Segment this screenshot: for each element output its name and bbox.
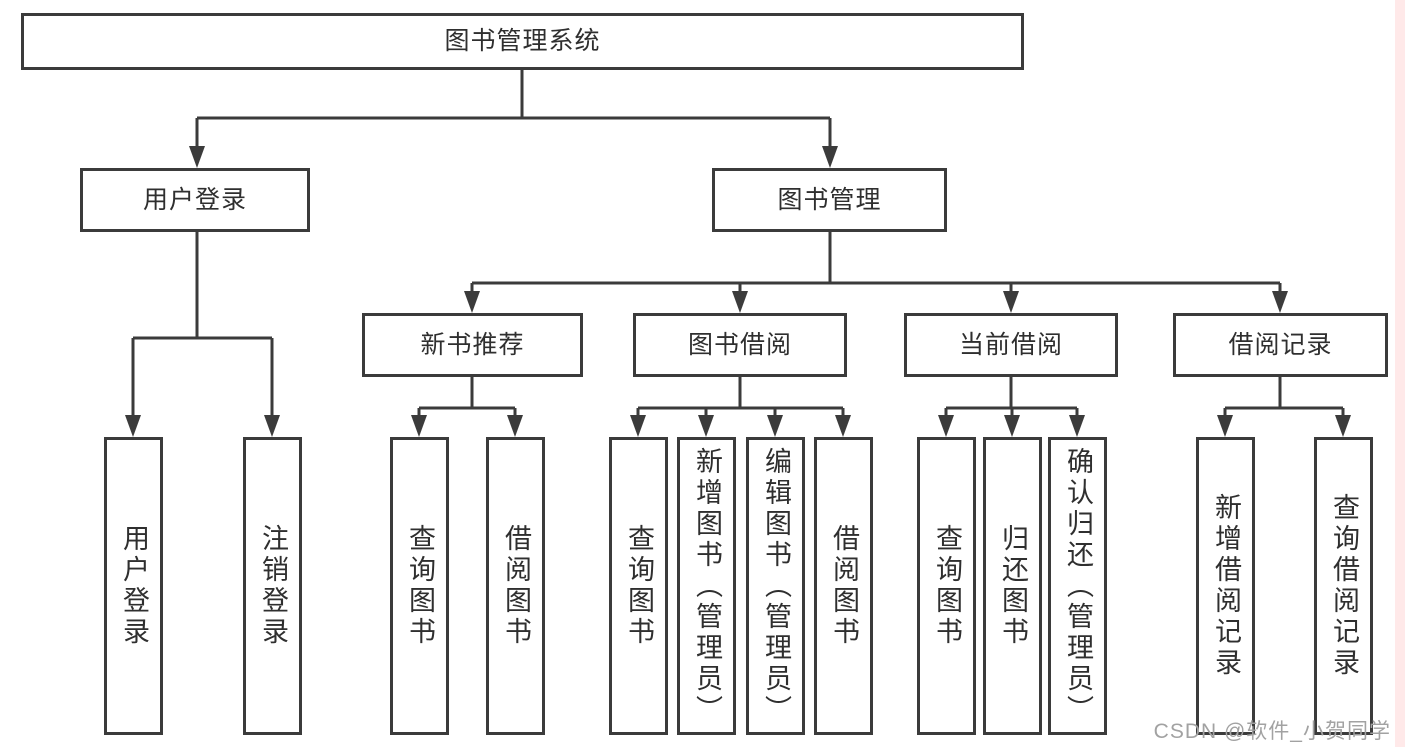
leaf-borrowing-add-books: 新增图书（管理员）: [677, 437, 736, 735]
node-root: 图书管理系统: [21, 13, 1024, 70]
node-borrowing-records: 借阅记录: [1173, 313, 1388, 377]
node-current-borrowing: 当前借阅: [904, 313, 1118, 377]
leaf-current-return-books: 归还图书: [983, 437, 1042, 735]
leaf-recommend-borrow-books-label: 借阅图书: [501, 524, 531, 648]
leaf-current-confirm-return-label: 确认归还（管理员）: [1063, 446, 1093, 726]
node-root-label: 图书管理系统: [444, 27, 601, 55]
leaf-current-query-books: 查询图书: [917, 437, 976, 735]
leaf-user-login: 用户登录: [104, 437, 163, 735]
leaf-borrowing-borrow-books-label: 借阅图书: [829, 524, 859, 648]
node-current-borrowing-label: 当前借阅: [958, 330, 1063, 359]
leaf-records-add-record-label: 新增借阅记录: [1211, 493, 1241, 679]
leaf-current-confirm-return: 确认归还（管理员）: [1048, 437, 1107, 735]
leaf-recommend-query-books: 查询图书: [390, 437, 449, 735]
node-user-login: 用户登录: [80, 168, 310, 232]
leaf-user-login-label: 用户登录: [119, 524, 149, 648]
node-book-borrowing-label: 图书借阅: [687, 330, 792, 359]
leaf-borrowing-query-books: 查询图书: [609, 437, 668, 735]
node-book-borrowing: 图书借阅: [633, 313, 847, 377]
node-borrowing-records-label: 借阅记录: [1228, 330, 1333, 359]
leaf-logout-label: 注销登录: [258, 524, 288, 648]
node-book-management-label: 图书管理: [777, 185, 882, 214]
leaf-borrowing-edit-books-label: 编辑图书（管理员）: [761, 446, 791, 726]
watermark: CSDN @软件_小贺同学: [1153, 720, 1391, 743]
leaf-records-query-record: 查询借阅记录: [1314, 437, 1373, 735]
leaf-borrowing-edit-books: 编辑图书（管理员）: [746, 437, 805, 735]
leaf-current-return-books-label: 归还图书: [998, 524, 1028, 648]
leaf-borrowing-add-books-label: 新增图书（管理员）: [692, 446, 722, 726]
leaf-recommend-query-books-label: 查询图书: [405, 524, 435, 648]
node-book-management: 图书管理: [712, 168, 947, 232]
leaf-recommend-borrow-books: 借阅图书: [486, 437, 545, 735]
leaf-records-add-record: 新增借阅记录: [1196, 437, 1255, 735]
pink-edge-strip: [1395, 0, 1405, 747]
leaf-borrowing-borrow-books: 借阅图书: [814, 437, 873, 735]
leaf-borrowing-query-books-label: 查询图书: [624, 524, 654, 648]
leaf-records-query-record-label: 查询借阅记录: [1329, 493, 1359, 679]
node-new-book-recommend-label: 新书推荐: [420, 330, 525, 359]
leaf-logout: 注销登录: [243, 437, 302, 735]
node-user-login-label: 用户登录: [142, 185, 247, 214]
leaf-current-query-books-label: 查询图书: [932, 524, 962, 648]
node-new-book-recommend: 新书推荐: [362, 313, 583, 377]
